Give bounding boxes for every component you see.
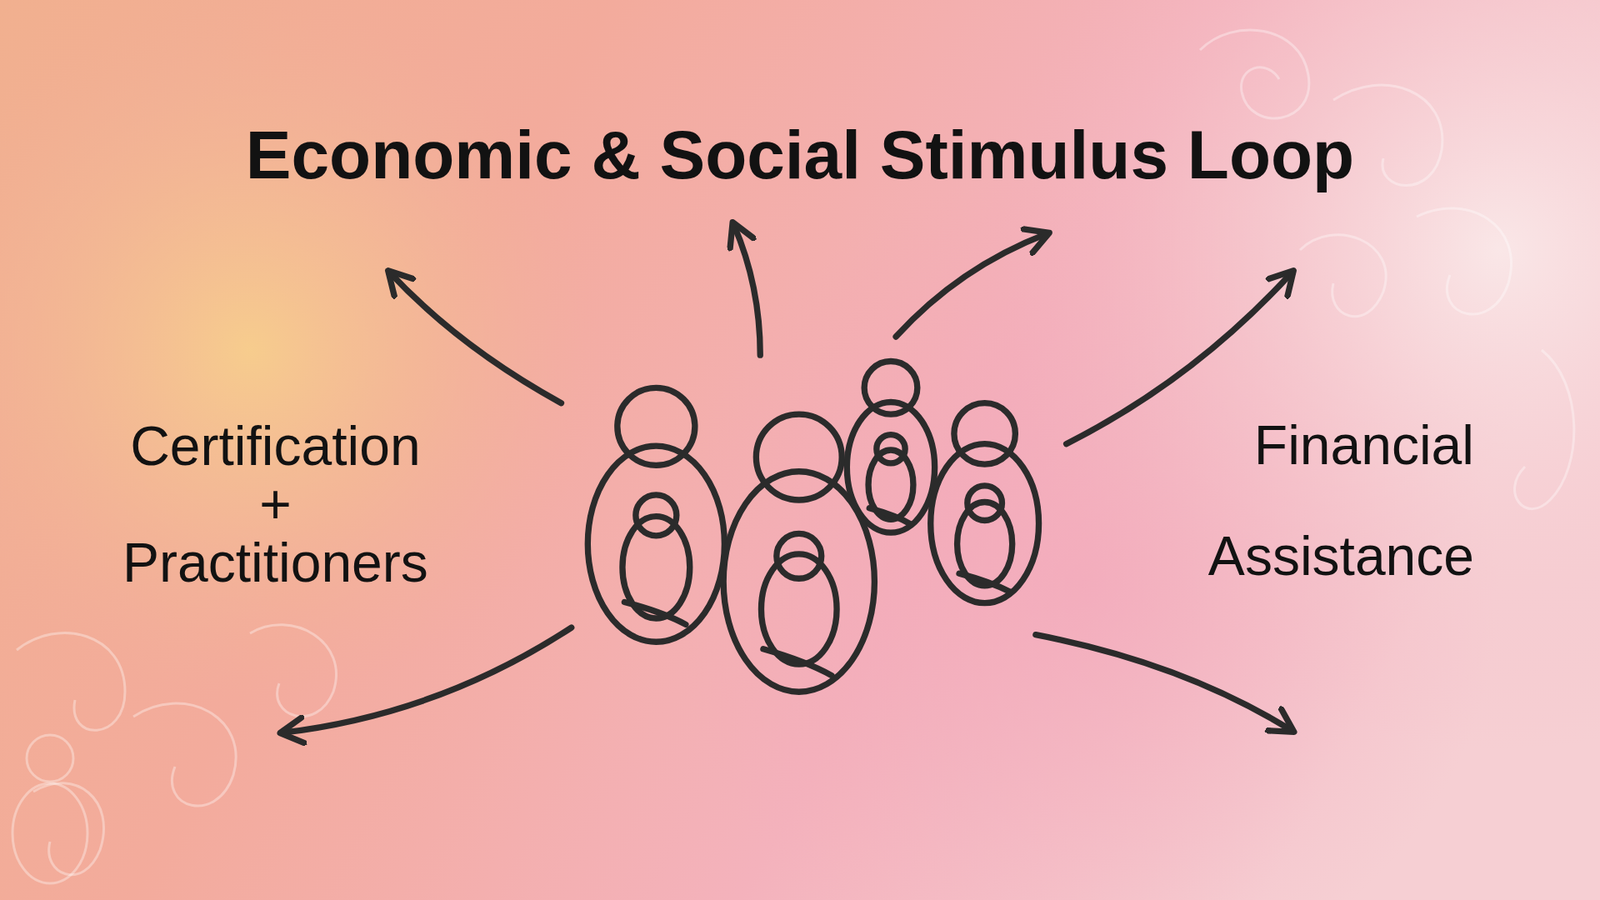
side-label: Financial Assistance [1208, 390, 1475, 612]
diagram-title: Economic & Social Stimulus Loop [0, 120, 1600, 190]
radiating-arrows [282, 224, 1292, 733]
side-label: Certification + Practitioners [122, 416, 429, 592]
mother-figure [930, 403, 1040, 604]
mother-figure [587, 387, 725, 642]
mother-figure [723, 414, 875, 692]
mother-figure [846, 360, 935, 533]
